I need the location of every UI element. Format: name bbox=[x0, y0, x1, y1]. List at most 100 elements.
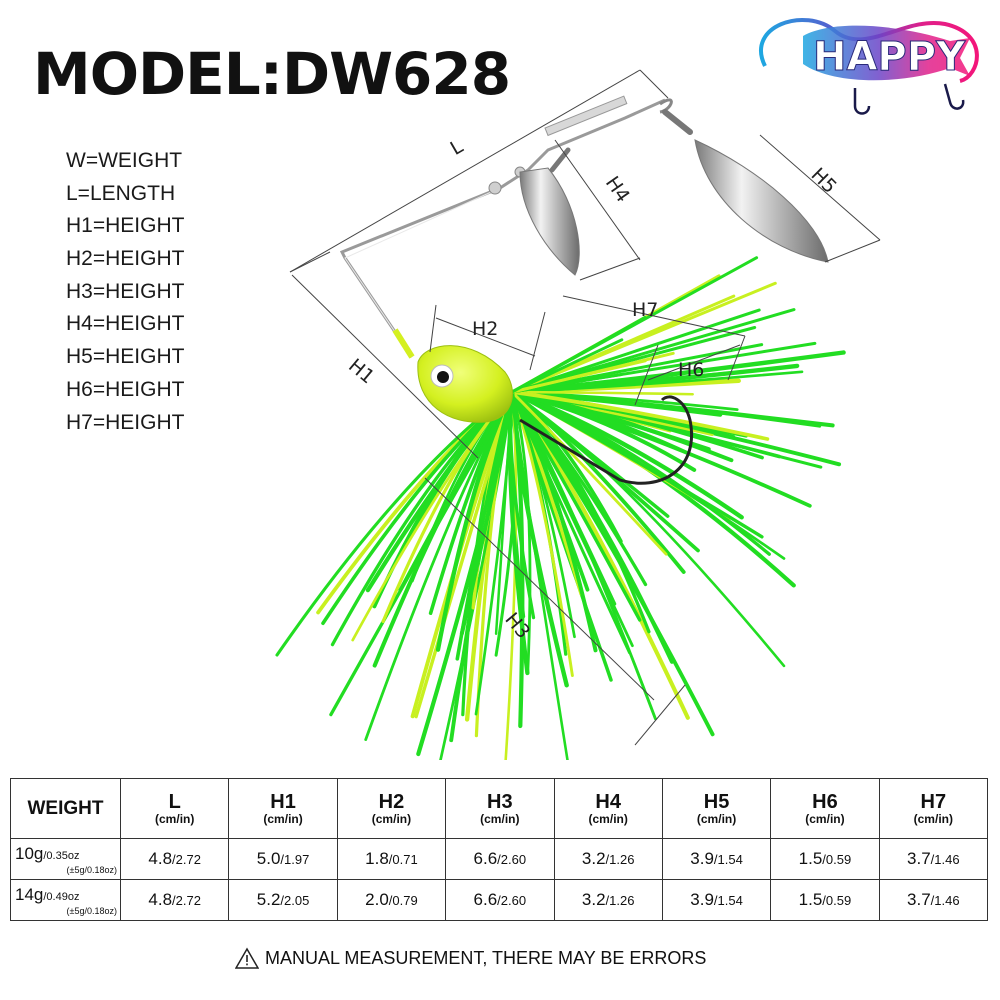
weight-cell: 14g/0.49oz (±5g/0.18oz) bbox=[10, 879, 121, 921]
skirt-strand bbox=[510, 390, 715, 737]
warning-triangle-icon bbox=[235, 947, 259, 969]
brand-logo: HAPPY bbox=[759, 17, 979, 115]
skirt-strand bbox=[510, 390, 674, 664]
legend-item: H2=HEIGHT bbox=[66, 247, 185, 271]
legend-item: H1=HEIGHT bbox=[66, 214, 185, 238]
label-H7: H7 bbox=[632, 299, 658, 321]
table-cell: 3.2/1.26 bbox=[553, 879, 663, 921]
skirt-strand bbox=[510, 308, 761, 394]
skirt-strand bbox=[510, 390, 764, 539]
note-text: MANUAL MEASUREMENT, THERE MAY BE ERRORS bbox=[265, 947, 707, 968]
brand-text: HAPPY bbox=[813, 34, 966, 80]
label-H4: H4 bbox=[601, 172, 634, 206]
column-header: H3(cm/in) bbox=[445, 778, 555, 839]
table-cell: 4.8/2.72 bbox=[119, 879, 230, 921]
table-cell: 1.5/0.59 bbox=[770, 879, 880, 921]
skirt-strand bbox=[510, 341, 817, 394]
table-cell: 3.9/1.54 bbox=[661, 879, 772, 921]
label-H6: H6 bbox=[678, 359, 704, 381]
dimension-H5 bbox=[759, 134, 881, 263]
wire-arm-highlight bbox=[344, 187, 501, 358]
skirt-strand bbox=[509, 350, 846, 395]
spec-table: WEIGHT L(cm/in) H1(cm/in) H2(cm/in) H3(c… bbox=[10, 778, 989, 921]
skirt-strand bbox=[510, 308, 796, 394]
lure-line-tie bbox=[392, 328, 415, 359]
skirt-strand bbox=[510, 390, 812, 508]
wire-sleeve bbox=[544, 95, 628, 137]
column-header: H1(cm/in) bbox=[228, 778, 338, 839]
skirt-strand bbox=[459, 389, 515, 636]
label-H1: H1 bbox=[344, 355, 378, 389]
label-L: L bbox=[447, 135, 468, 160]
table-cell: 1.8/0.71 bbox=[336, 838, 447, 880]
skirt-strand bbox=[510, 390, 771, 556]
legend-item: W=WEIGHT bbox=[66, 149, 183, 172]
skirt-strand bbox=[510, 390, 770, 441]
spinner-blade-small bbox=[519, 167, 580, 276]
lure-skirt bbox=[275, 256, 846, 760]
weight-header: WEIGHT bbox=[10, 778, 121, 839]
table-cell: 2.0/0.79 bbox=[336, 879, 447, 921]
table-cell: 3.7/1.46 bbox=[878, 838, 989, 880]
dimension-L bbox=[289, 69, 669, 273]
hook-icon bbox=[943, 83, 965, 110]
swivel bbox=[662, 109, 693, 135]
skirt-strand bbox=[509, 389, 525, 729]
table-cell: 6.6/2.60 bbox=[445, 879, 555, 921]
label-H2: H2 bbox=[472, 318, 498, 340]
skirt-strand bbox=[510, 281, 777, 394]
lure-head bbox=[417, 345, 513, 423]
dimension-H6 bbox=[634, 344, 741, 406]
skirt-strand bbox=[474, 390, 514, 716]
dimension-legend: W=WEIGHT L=LENGTH H1=HEIGHT H2=HEIGHT H3… bbox=[66, 146, 184, 440]
column-header: H2(cm/in) bbox=[336, 778, 447, 839]
skirt-strand bbox=[510, 390, 598, 653]
lure-eye-pupil bbox=[437, 371, 449, 383]
skirt-strand bbox=[510, 390, 734, 463]
brand-fish-body bbox=[803, 25, 970, 81]
skirt-strand bbox=[510, 390, 631, 655]
table-row: 10g/0.35oz (±5g/0.18oz) 4.8/2.72 5.0/1.9… bbox=[10, 838, 989, 880]
skirt-strand bbox=[510, 390, 574, 678]
dimension-H2 bbox=[429, 304, 546, 371]
weight-cell: 10g/0.35oz (±5g/0.18oz) bbox=[10, 838, 121, 880]
table-header-row: WEIGHT L(cm/in) H1(cm/in) H2(cm/in) H3(c… bbox=[10, 778, 989, 839]
table-cell: 5.2/2.05 bbox=[228, 879, 338, 921]
legend-item: H5=HEIGHT bbox=[66, 345, 185, 369]
skirt-strand bbox=[510, 390, 668, 556]
column-header: H6(cm/in) bbox=[770, 778, 880, 839]
skirt-strand bbox=[510, 390, 532, 674]
legend-item: H6=HEIGHT bbox=[66, 377, 185, 401]
table-cell: 6.6/2.60 bbox=[445, 838, 555, 880]
column-header: L(cm/in) bbox=[119, 778, 230, 839]
dimension-H4 bbox=[554, 139, 641, 281]
dimension-H1 bbox=[291, 274, 479, 459]
column-header: H5(cm/in) bbox=[661, 778, 772, 839]
measurement-note: MANUAL MEASUREMENT, THERE MAY BE ERRORS bbox=[235, 947, 706, 969]
table-cell: 3.9/1.54 bbox=[661, 838, 772, 880]
legend-item: H4=HEIGHT bbox=[66, 312, 185, 336]
table-cell: 1.5/0.59 bbox=[770, 838, 880, 880]
wire-arm bbox=[339, 98, 666, 358]
model-title: MODEL:DW628 bbox=[33, 40, 511, 108]
table-row: 14g/0.49oz (±5g/0.18oz) 4.8/2.72 5.2/2.0… bbox=[10, 879, 989, 921]
dimension-H3 bbox=[424, 477, 686, 746]
table-cell: 3.2/1.26 bbox=[553, 838, 663, 880]
skirt-strand bbox=[510, 390, 670, 518]
spinner-blade-large bbox=[694, 139, 829, 263]
swivel bbox=[549, 147, 571, 173]
table-cell: 4.8/2.72 bbox=[119, 838, 230, 880]
legend-item: L=LENGTH bbox=[66, 181, 176, 205]
label-H5: H5 bbox=[807, 164, 841, 198]
column-header: H4(cm/in) bbox=[553, 778, 663, 839]
skirt-strand bbox=[510, 390, 694, 396]
hook-icon bbox=[853, 88, 871, 115]
table-cell: 3.7/1.46 bbox=[878, 879, 989, 921]
table-cell: 5.0/1.97 bbox=[228, 838, 338, 880]
skirt-strand bbox=[510, 256, 759, 394]
legend-item: H3=HEIGHT bbox=[66, 279, 185, 303]
legend-item: H7=HEIGHT bbox=[66, 410, 185, 434]
lure-diagram: L H1 H2 H3 H4 H5 H6 H7 bbox=[275, 69, 881, 760]
skirt-strand bbox=[510, 359, 647, 394]
column-header: H7(cm/in) bbox=[878, 778, 989, 839]
